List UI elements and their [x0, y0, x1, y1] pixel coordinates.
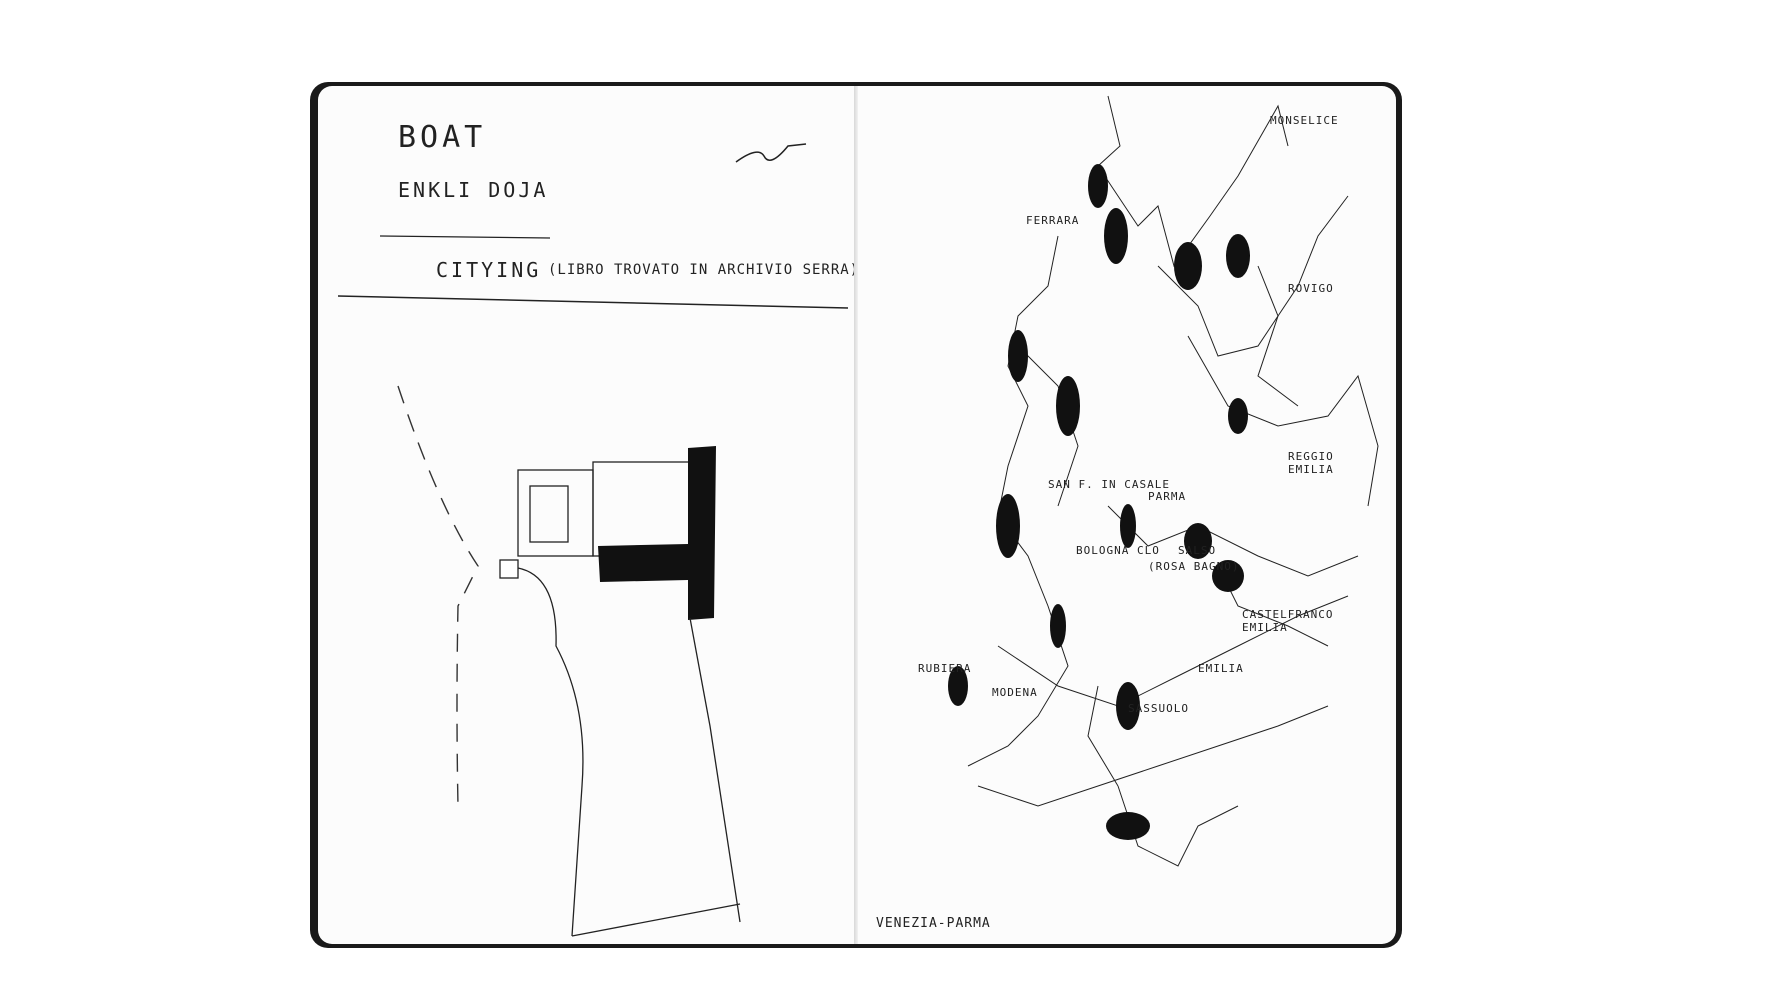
map-label-sassuolo: SASSUOLO — [1128, 702, 1189, 715]
page-gutter — [854, 86, 858, 944]
map-label-emilia: EMILIA — [1198, 662, 1244, 675]
book-note: (LIBRO TROVATO IN ARCHIVIO SERRA) — [548, 262, 860, 278]
map-label-salso: SALSO — [1178, 544, 1217, 557]
map-label-reggio: REGGIO EMILIA — [1288, 450, 1334, 476]
author-name: ENKLI DOJA — [398, 178, 549, 202]
book-title: CITYING — [436, 258, 542, 282]
map-label-rosa-bagno: (ROSA BAGNO) — [1148, 560, 1240, 573]
site-plan-drawing — [337, 143, 849, 937]
route-scribble-map — [948, 95, 1379, 867]
map-label-monselice: MONSELICE — [1270, 114, 1339, 127]
map-label-ferrara: FERRARA — [1026, 214, 1080, 227]
page-footer: VENEZIA-PARMA — [876, 916, 991, 931]
map-label-parma: PARMA — [1148, 490, 1187, 503]
map-label-rubiera: RUBIERA — [918, 662, 972, 675]
sketchbook: BOAT ENKLI DOJA CITYING (LIBRO TROVATO I… — [310, 82, 1402, 948]
map-label-modena: MODENA — [992, 686, 1038, 699]
map-label-bologna: BOLOGNA CLO — [1076, 544, 1160, 557]
left-page: BOAT ENKLI DOJA CITYING (LIBRO TROVATO I… — [318, 86, 858, 944]
map-label-san-f: SAN F. IN CASALE — [1048, 478, 1170, 491]
map-label-castelfranco: CASTELFRANCO EMILIA — [1242, 608, 1334, 634]
right-page: MONSELICE FERRARA ROVIGO REGGIO EMILIA S… — [858, 86, 1396, 944]
page-heading: BOAT — [398, 120, 487, 155]
map-label-rovigo: ROVIGO — [1288, 282, 1334, 295]
